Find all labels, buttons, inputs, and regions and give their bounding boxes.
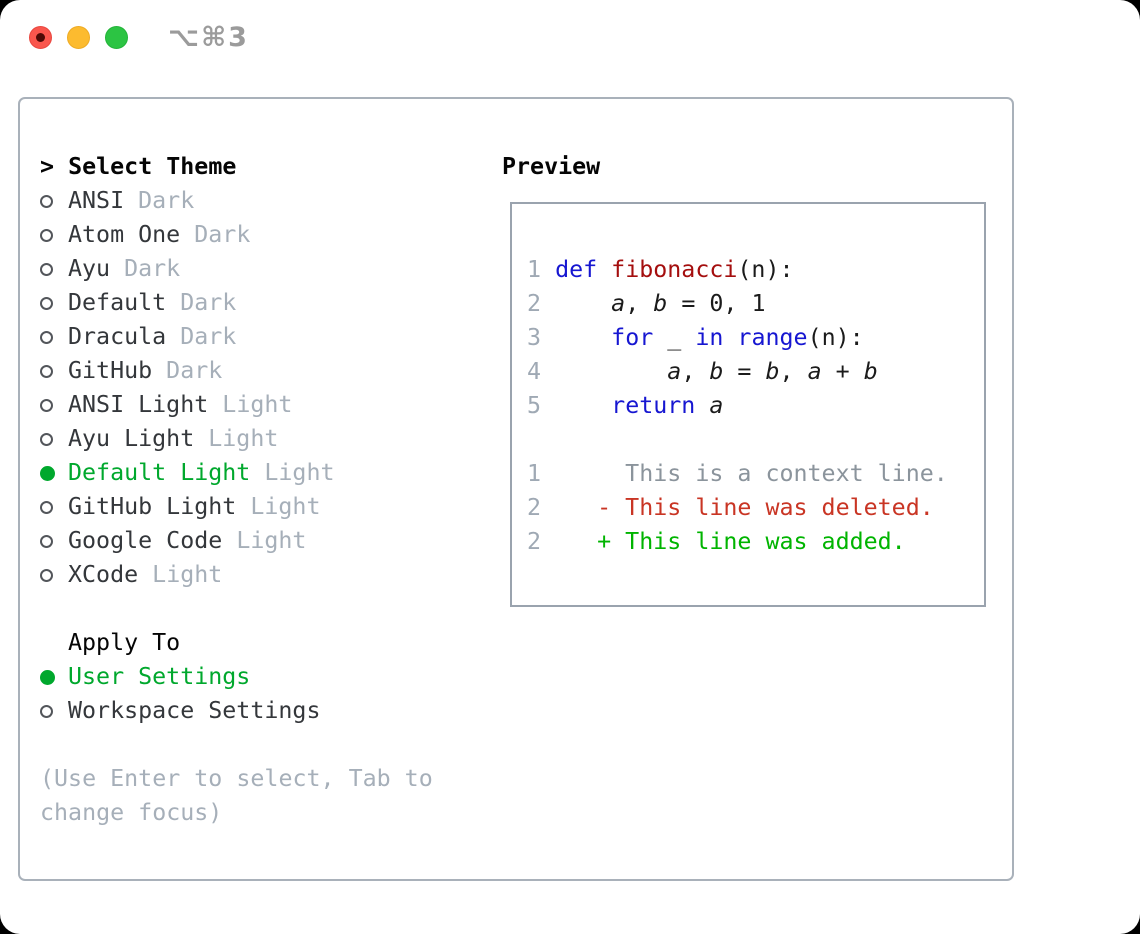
theme-option-github-light[interactable]: GitHub Light Light <box>40 490 490 524</box>
close-dot-icon <box>36 33 45 42</box>
theme-option-ayu[interactable]: Ayu Dark <box>40 252 490 286</box>
focus-cursor: > <box>40 153 55 180</box>
theme-variant: Light <box>236 493 321 520</box>
radio-unselected-icon <box>40 432 68 446</box>
preview-title: Preview <box>502 153 601 180</box>
code-line: 4 a, b = b, a + b <box>527 358 878 385</box>
minimize-button[interactable] <box>67 26 90 49</box>
theme-option-atom-one[interactable]: Atom One Dark <box>40 218 490 252</box>
code-line: 2 a, b = 0, 1 <box>527 290 766 317</box>
radio-unselected-icon <box>40 500 68 514</box>
radio-unselected-icon <box>40 228 68 242</box>
radio-unselected-icon <box>40 704 68 718</box>
select-theme-header: > Select Theme <box>40 150 490 184</box>
theme-name: Atom One <box>68 221 181 248</box>
radio-unselected-icon <box>40 534 68 548</box>
theme-option-default[interactable]: Default Dark <box>40 286 490 320</box>
theme-variant: Dark <box>166 289 237 316</box>
theme-name: Dracula <box>68 323 167 350</box>
radio-unselected-icon <box>40 330 68 344</box>
theme-option-ayu-light[interactable]: Ayu Light Light <box>40 422 490 456</box>
radio-unselected-icon <box>40 262 68 276</box>
theme-name: Ayu Light <box>68 425 195 452</box>
radio-unselected-icon <box>40 296 68 310</box>
apply-option-label: User Settings <box>68 663 251 690</box>
spacer-row <box>40 592 490 626</box>
diff-line-context: 1 This is a context line. <box>527 460 948 487</box>
theme-option-ansi-light[interactable]: ANSI Light Light <box>40 388 490 422</box>
radio-unselected-icon <box>40 364 68 378</box>
theme-name: ANSI Light <box>68 391 209 418</box>
zoom-button[interactable] <box>105 26 128 49</box>
theme-name: Ayu <box>68 255 111 282</box>
preview-box: 1 def fibonacci(n): 2 a, b = 0, 1 3 for _ … <box>510 202 986 607</box>
theme-name: Google Code <box>68 527 223 554</box>
theme-variant: Light <box>194 425 279 452</box>
theme-option-default-light[interactable]: Default Light Light <box>40 456 490 490</box>
theme-name: Default Light <box>68 459 251 486</box>
theme-variant: Light <box>138 561 223 588</box>
code-preview: 1 def fibonacci(n): 2 a, b = 0, 1 3 for _ … <box>527 253 984 423</box>
code-line: 1 def fibonacci(n): <box>527 256 794 283</box>
apply-option-user-settings[interactable]: User Settings <box>40 660 490 694</box>
theme-variant: Dark <box>152 357 223 384</box>
help-line: (Use Enter to select, Tab to <box>40 765 433 792</box>
apply-to-header: Apply To <box>68 629 181 656</box>
radio-unselected-icon <box>40 568 68 582</box>
keyboard-shortcut-label: ⌥⌘3 <box>168 22 249 53</box>
theme-variant: Light <box>208 391 293 418</box>
theme-option-ansi[interactable]: ANSI Dark <box>40 184 490 218</box>
radio-unselected-icon <box>40 398 68 412</box>
help-text: (Use Enter to select, Tab to change focus… <box>40 762 490 830</box>
theme-name: XCode <box>68 561 139 588</box>
diff-preview: 1 This is a context line. 2 - This line w… <box>527 457 984 559</box>
diff-line-added: 2 + This line was added. <box>527 528 906 555</box>
theme-option-google-code[interactable]: Google Code Light <box>40 524 490 558</box>
theme-option-dracula[interactable]: Dracula Dark <box>40 320 490 354</box>
diff-line-deleted: 2 - This line was deleted. <box>527 494 934 521</box>
select-theme-title: Select Theme <box>68 153 237 180</box>
theme-variant: Light <box>222 527 307 554</box>
titlebar: ⌥⌘3 <box>0 0 1140 75</box>
theme-name: Default <box>68 289 167 316</box>
apply-option-label: Workspace Settings <box>68 697 321 724</box>
theme-name: GitHub Light <box>68 493 237 520</box>
apply-option-workspace-settings[interactable]: Workspace Settings <box>40 694 490 728</box>
theme-variant: Dark <box>166 323 237 350</box>
radio-selected-icon <box>40 465 68 481</box>
spacer-row <box>40 728 490 762</box>
theme-option-github[interactable]: GitHub Dark <box>40 354 490 388</box>
theme-variant: Dark <box>110 255 181 282</box>
code-line: 3 for _ in range(n): <box>527 324 864 351</box>
theme-option-xcode[interactable]: XCode Light <box>40 558 490 592</box>
theme-variant: Light <box>250 459 335 486</box>
theme-name: GitHub <box>68 357 153 384</box>
radio-unselected-icon <box>40 194 68 208</box>
spacer-line <box>527 423 984 457</box>
theme-variant: Dark <box>124 187 195 214</box>
theme-variant: Dark <box>180 221 251 248</box>
help-line: change focus) <box>40 799 223 826</box>
theme-name: ANSI <box>68 187 125 214</box>
code-line: 5 return a <box>527 392 724 419</box>
radio-selected-icon <box>40 669 68 685</box>
preview-content: 1 def fibonacci(n): 2 a, b = 0, 1 3 for _ … <box>512 204 984 559</box>
close-button[interactable] <box>29 26 52 49</box>
